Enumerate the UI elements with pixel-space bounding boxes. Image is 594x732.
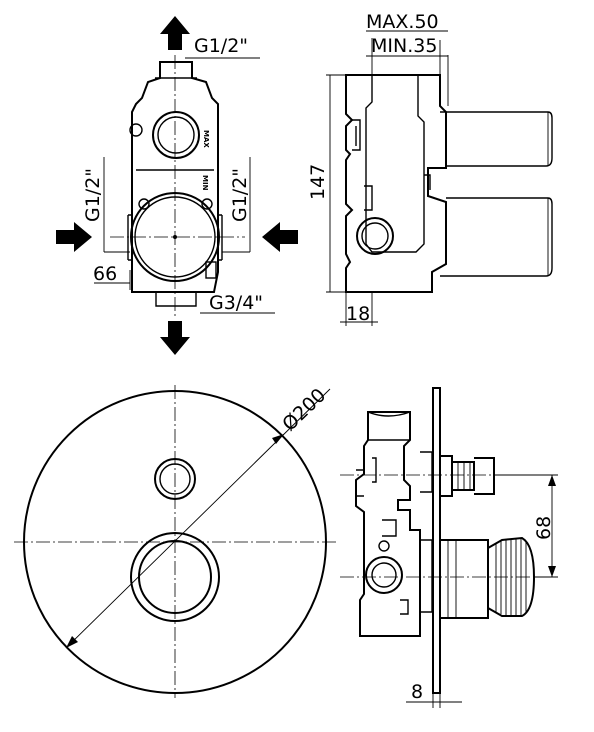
bottom-right-assembly-side: 68 8 — [340, 387, 558, 708]
label-min-35: MIN.35 — [371, 35, 437, 57]
dimension-lines-front — [94, 57, 275, 314]
lower-handle — [440, 536, 536, 619]
label-thread-left: G1/2" — [82, 168, 104, 222]
label-spacing-68: 68 — [533, 516, 555, 540]
min-marking: MIN — [201, 175, 209, 191]
bottom-left-cover-plate: Ø200 — [14, 384, 337, 698]
label-thread-right: G1/2" — [229, 168, 251, 222]
label-height-147: 147 — [307, 164, 329, 200]
label-base-18: 18 — [346, 303, 370, 325]
label-thread-top: G1/2" — [194, 35, 248, 57]
side-handles — [440, 111, 553, 277]
label-thread-bottom: G3/4" — [209, 292, 263, 314]
arrow-down-icon — [160, 321, 190, 355]
top-right-side-view: MAX.50 MIN.35 147 18 — [307, 11, 553, 326]
label-max-50: MAX.50 — [366, 11, 439, 33]
label-width-66: 66 — [93, 263, 117, 285]
upper-knob — [440, 455, 495, 497]
arrow-up-icon — [160, 16, 190, 50]
dimension-lines-side — [326, 30, 449, 326]
max-marking: MAX — [202, 130, 210, 148]
label-plate-8: 8 — [411, 681, 423, 703]
arrow-right-icon — [56, 222, 92, 252]
top-left-front-view: MAX MIN G1/2" G1/2" G1/2" 66 G — [56, 16, 298, 355]
arrow-left-icon — [262, 222, 298, 252]
label-diameter-200: Ø200 — [278, 384, 330, 435]
upper-port: MAX MIN — [129, 111, 210, 191]
side-body-outline — [345, 74, 447, 293]
